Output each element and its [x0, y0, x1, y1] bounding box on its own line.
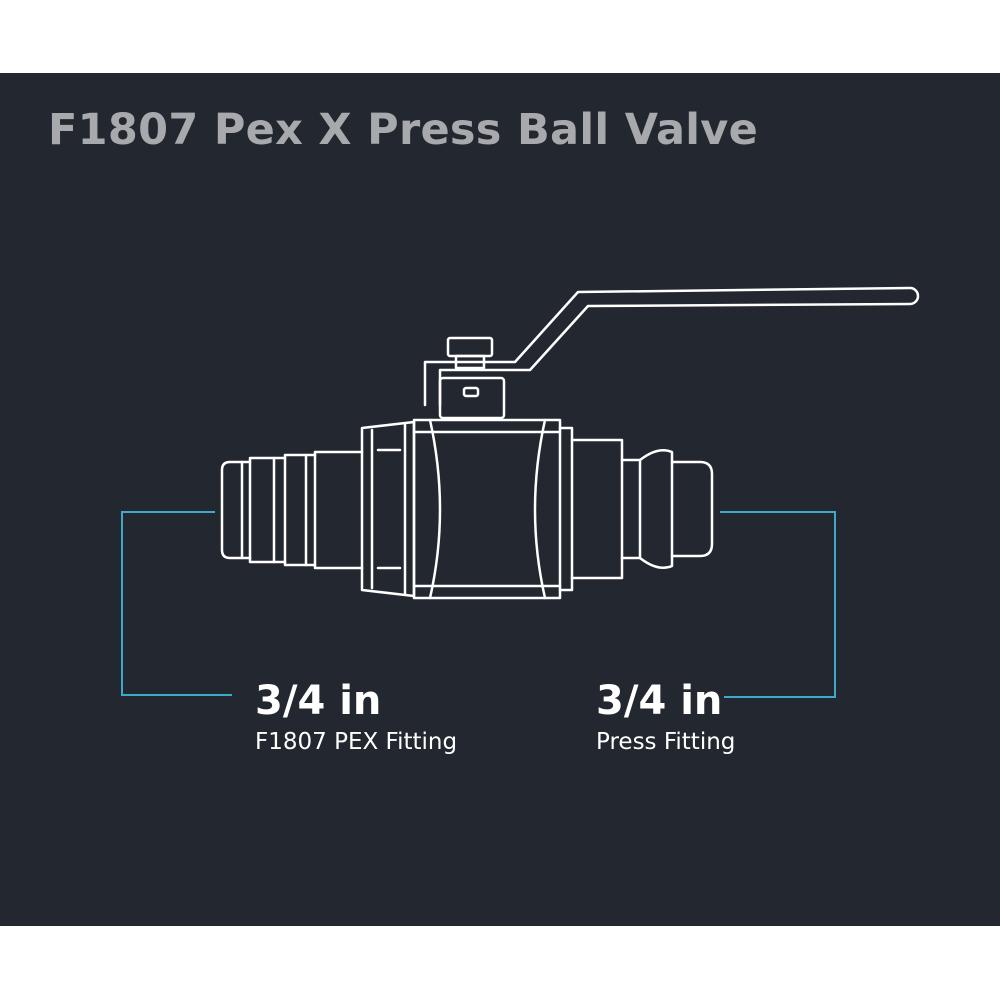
- right-fitting-size: 3/4 in: [596, 678, 723, 724]
- left-fitting-size: 3/4 in: [255, 678, 382, 724]
- left-fitting-type: F1807 PEX Fitting: [255, 729, 458, 755]
- diagram-panel: [0, 73, 1000, 926]
- right-fitting-type: Press Fitting: [596, 729, 736, 755]
- page-title: F1807 Pex X Press Ball Valve: [48, 105, 759, 155]
